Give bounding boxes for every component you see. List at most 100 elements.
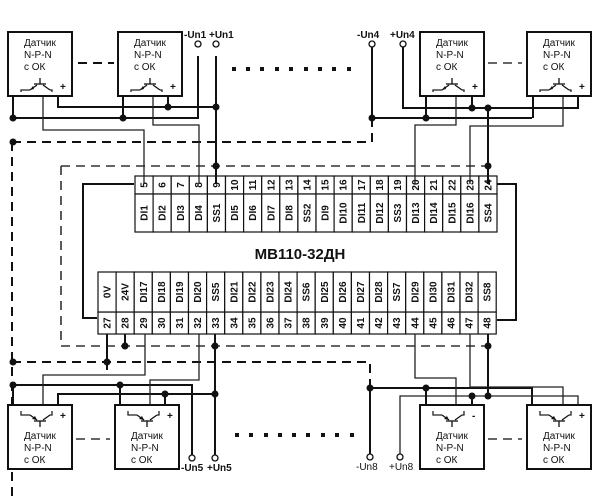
sensor-polarity: + <box>579 411 585 422</box>
terminal-number: 29 <box>139 317 150 329</box>
terminal-number: 40 <box>338 317 349 329</box>
terminal-signal: DI27 <box>356 281 367 303</box>
dashed-bus-top-outer <box>12 115 373 143</box>
junction-dot <box>484 104 492 112</box>
terminal-signal: SS7 <box>392 282 403 301</box>
label-minus-un8: -Un8 <box>356 462 378 473</box>
sensor-box <box>7 404 73 470</box>
terminal-number: 12 <box>266 179 277 191</box>
terminal-plus-un5[interactable] <box>211 454 219 462</box>
terminal-signal: DI19 <box>175 281 186 303</box>
label-minus-un5: -Un5 <box>181 463 204 474</box>
terminal-43[interactable]: 43 SS7 <box>387 271 407 335</box>
terminal-minus-un5[interactable] <box>188 454 196 462</box>
terminal-signal: DI2 <box>158 205 169 221</box>
terminal-signal: DI3 <box>176 205 187 221</box>
terminal-number: 42 <box>374 317 385 329</box>
terminal-40[interactable]: 40 DI26 <box>332 271 352 335</box>
sensor-polarity: + <box>167 411 173 422</box>
sensor-label-line: Датчик <box>436 38 468 49</box>
terminal-signal: 0V <box>103 286 114 299</box>
terminal-number: 30 <box>157 317 168 329</box>
terminal-minus-un8[interactable] <box>366 453 374 461</box>
terminal-plus-un4[interactable] <box>399 40 407 48</box>
terminal-plus-un1[interactable] <box>212 40 220 48</box>
terminal-signal: DI26 <box>338 281 349 303</box>
junction-dot <box>212 103 220 111</box>
terminal-signal: SS4 <box>483 203 494 222</box>
terminal-number: 20 <box>411 179 422 191</box>
supply-terminals: -Un1 +Un1 -Un4 +Un4 -Un5 +Un5 -Un8 +Un8 <box>181 30 415 474</box>
terminal-signal: SS5 <box>211 282 222 301</box>
terminal-signal: DI8 <box>284 205 295 221</box>
sensor-label-line: N-P-N <box>543 443 571 454</box>
label-minus-un4: -Un4 <box>357 30 380 41</box>
sensor-polarity: + <box>170 82 176 93</box>
terminal-number: 19 <box>393 179 404 191</box>
terminal-number: 45 <box>428 317 439 329</box>
terminal-minus-un1[interactable] <box>194 40 202 48</box>
terminal-signal: DI32 <box>465 281 476 303</box>
terminal-plus-un8[interactable] <box>396 453 404 461</box>
ellipsis-top <box>232 67 351 71</box>
terminal-number: 43 <box>392 317 403 329</box>
terminal-minus-un4[interactable] <box>368 40 376 48</box>
terminal-number: 24 <box>483 179 494 191</box>
module-mv110-32dn: 5DI16DI27DI38DI49SS110DI511DI612DI713DI8… <box>97 175 498 335</box>
terminal-signal-cell <box>477 271 497 313</box>
terminal-42[interactable]: 42 DI28 <box>368 271 389 335</box>
sensor-box <box>7 31 73 97</box>
label-plus-un8: +Un8 <box>389 462 414 473</box>
terminal-signal: DI28 <box>374 281 385 303</box>
terminal-signal: DI14 <box>429 202 440 224</box>
sensor-box <box>419 31 485 97</box>
terminal-signal: SS2 <box>302 203 313 222</box>
terminal-number: 14 <box>302 179 313 191</box>
terminal-signal: DI25 <box>320 281 331 303</box>
